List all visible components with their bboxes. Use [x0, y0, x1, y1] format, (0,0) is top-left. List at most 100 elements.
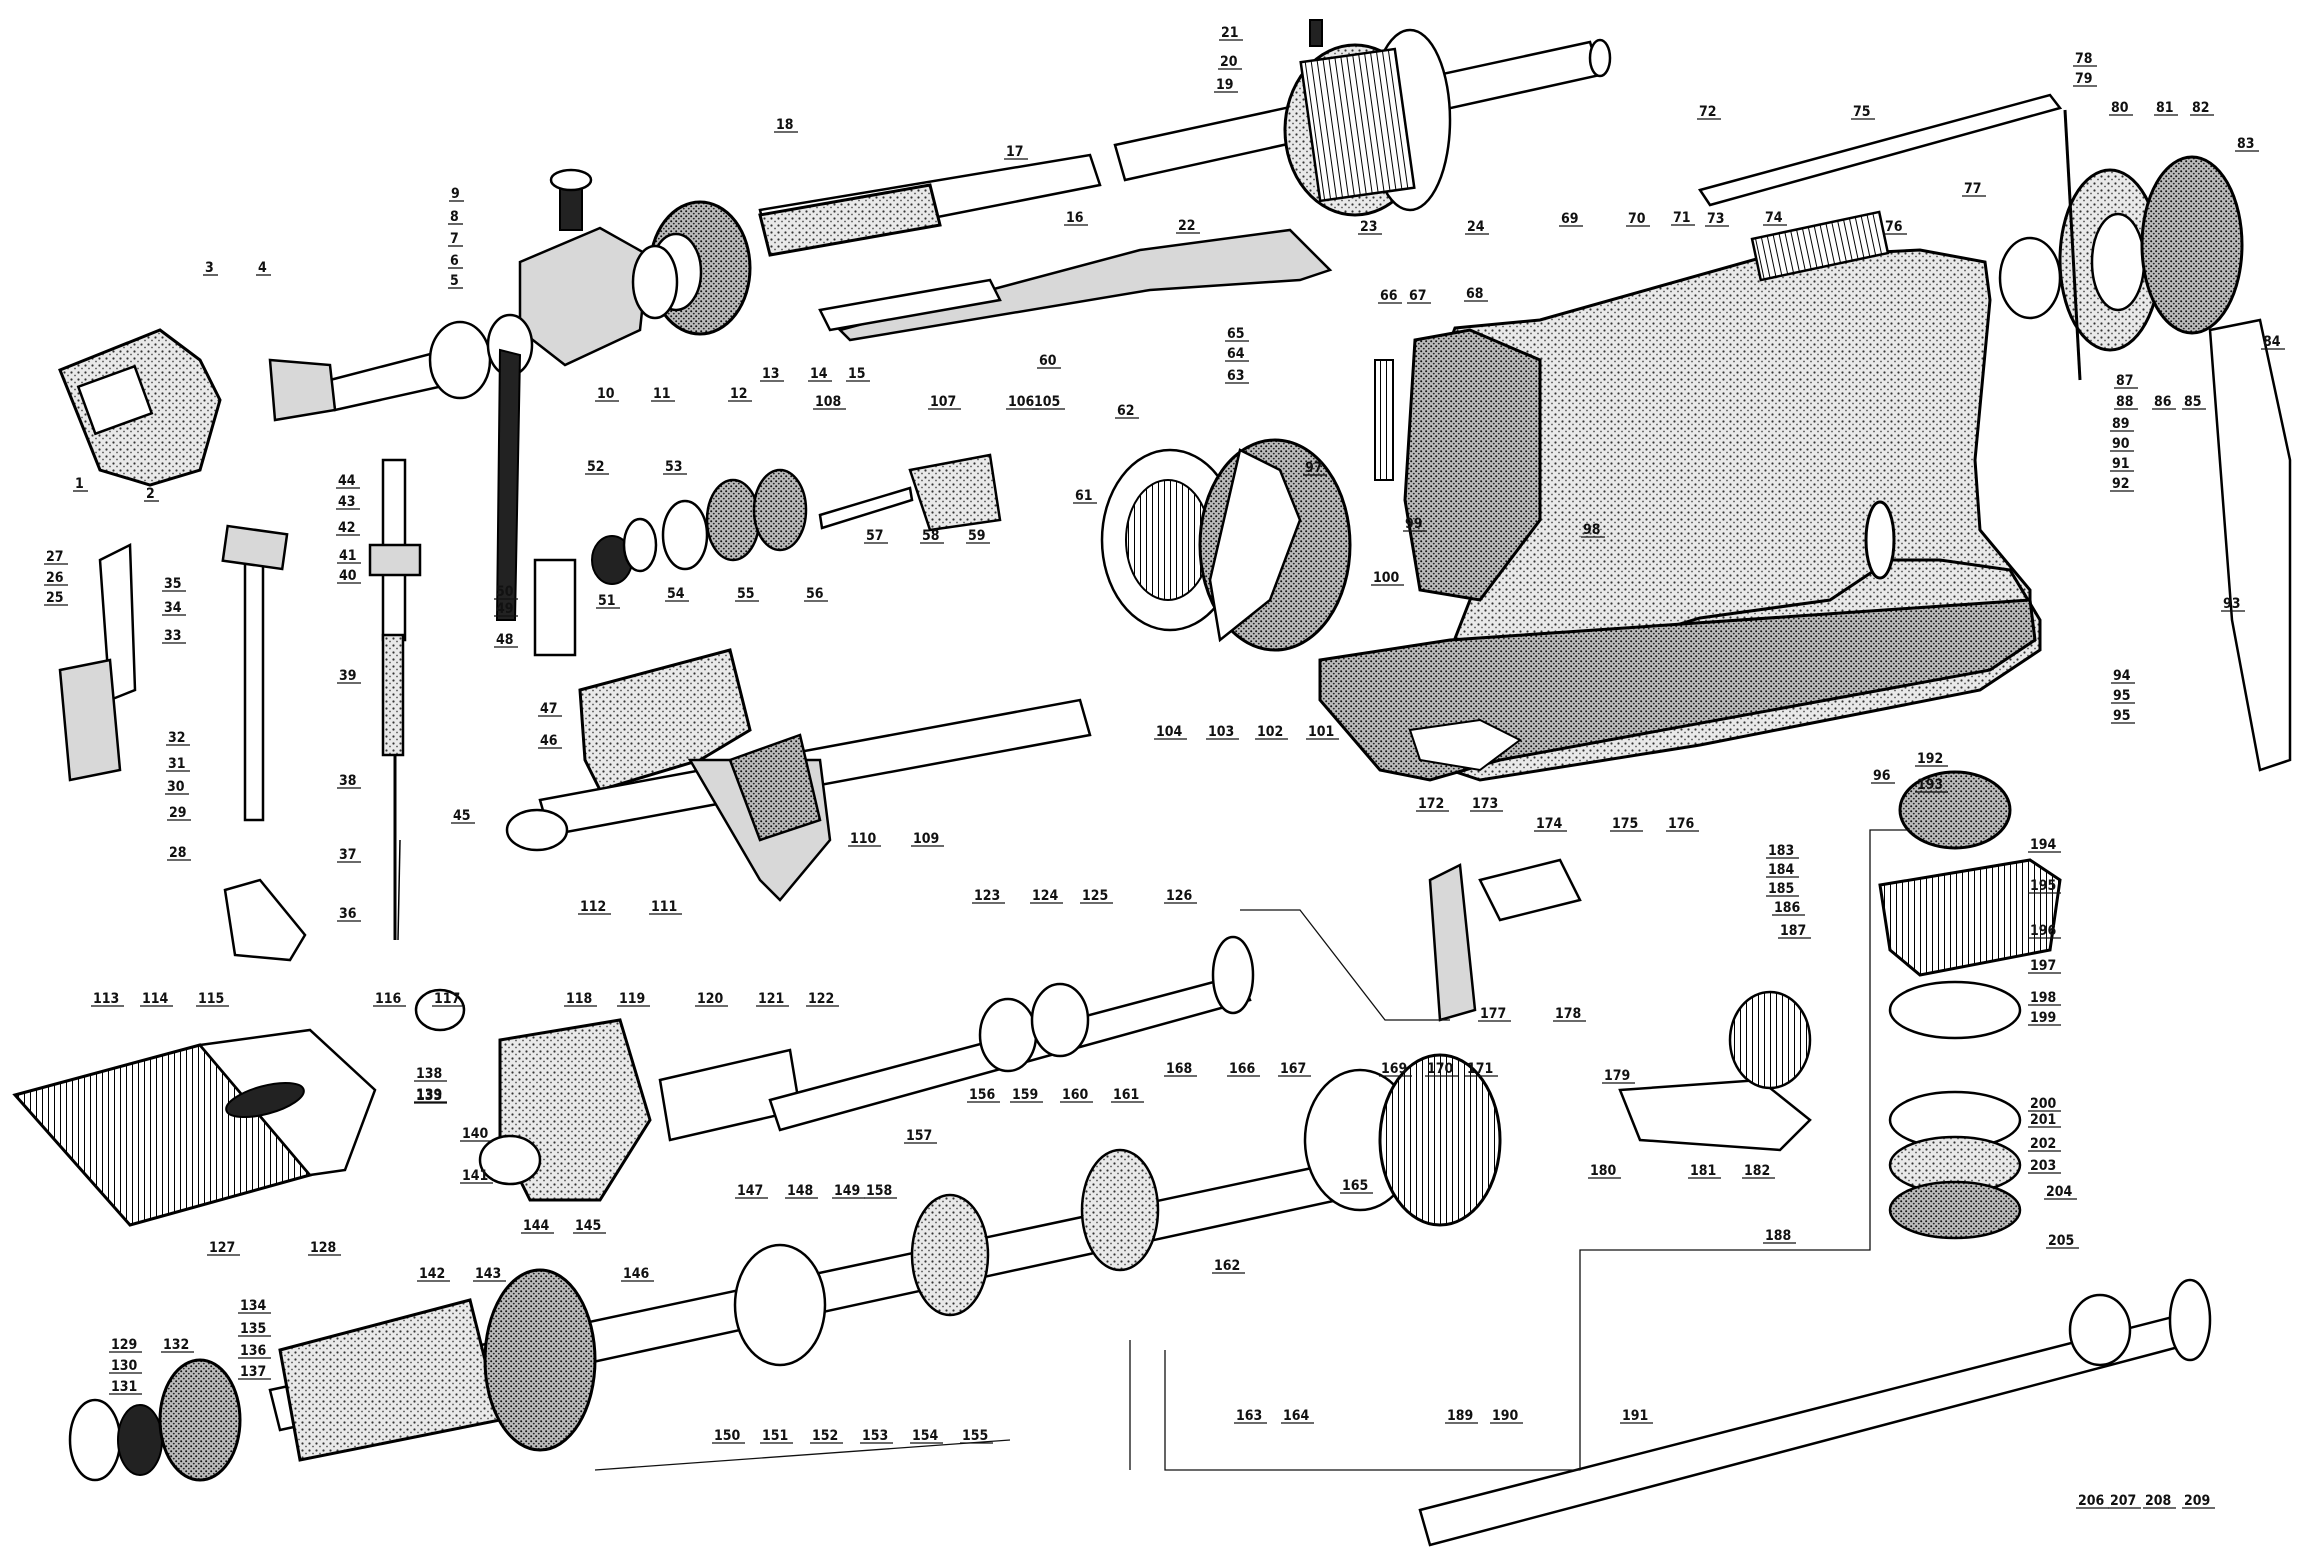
callout-label: 171 [1465, 1061, 1498, 1077]
callout-number: 197 [2030, 958, 2056, 974]
callout-number: 90 [2112, 436, 2130, 452]
callout-number: 66 [1380, 288, 1398, 304]
callout-label: 66 [1378, 288, 1402, 304]
callout-number: 188 [1765, 1228, 1791, 1244]
callout-number: 134 [240, 1298, 267, 1314]
callout-number: 99 [1405, 516, 1423, 532]
callout-label: 73 [1705, 211, 1729, 227]
callout-label: 177 [1478, 1006, 1511, 1022]
callout-number: 33 [164, 628, 182, 644]
callout-number: 56 [806, 586, 824, 602]
callout-number: 201 [2030, 1112, 2056, 1128]
callout-number: 166 [1229, 1061, 1256, 1077]
callout-label: 163 [1234, 1408, 1267, 1424]
thread-take-up-unit [758, 153, 1333, 342]
callout-label: 14 [808, 366, 832, 382]
callout-number: 135 [240, 1321, 266, 1337]
callout-label: 5 [448, 273, 463, 289]
callout-number: 86 [2154, 394, 2172, 410]
callout-label: 172 [1416, 796, 1449, 812]
callout-label: 125 [1080, 888, 1113, 904]
callout-number: 161 [1113, 1087, 1139, 1103]
callout-label: 173 [1470, 796, 1503, 812]
callout-label: 25 [44, 590, 68, 606]
callout-label: 60 [1037, 353, 1061, 369]
callout-number: 73 [1707, 211, 1725, 227]
callout-number: 159 [1012, 1087, 1038, 1103]
callout-label: 151 [760, 1428, 793, 1444]
callout-number: 109 [913, 831, 939, 847]
callout-label: 110 [848, 831, 881, 847]
callout-number: 119 [619, 991, 645, 1007]
callout-label: 119 [617, 991, 650, 1007]
callout-label: 65 [1225, 326, 1249, 342]
callout-label: 178 [1553, 1006, 1586, 1022]
callout-number: 155 [962, 1428, 988, 1444]
callout-label: 9 [449, 186, 464, 202]
callout-label: 189 [1445, 1408, 1478, 1424]
callout-number: 108 [815, 394, 841, 410]
callout-label: 23 [1358, 219, 1382, 235]
callout-number: 122 [808, 991, 834, 1007]
callout-number: 92 [2112, 476, 2130, 492]
callout-label: 20 [1218, 54, 1242, 70]
callout-number: 163 [1236, 1408, 1262, 1424]
callout-label: 43 [336, 494, 360, 510]
callout-number: 173 [1472, 796, 1498, 812]
callout-label: 33 [162, 628, 186, 644]
callout-label: 80 [2109, 100, 2133, 116]
callout-number: 182 [1744, 1163, 1770, 1179]
callout-number: 157 [906, 1128, 932, 1144]
callout-number: 76 [1885, 219, 1903, 235]
callout-number: 144 [523, 1218, 550, 1234]
callout-number: 64 [1227, 346, 1245, 362]
callout-number: 194 [2030, 837, 2057, 853]
callout-label: 91 [2110, 456, 2134, 472]
callout-label: 30 [165, 779, 189, 795]
callout-number: 158 [866, 1183, 892, 1199]
callout-number: 71 [1673, 210, 1691, 226]
callout-label: 106 [1006, 394, 1039, 410]
callout-number: 185 [1768, 881, 1794, 897]
callout-label: 11 [651, 386, 675, 402]
callout-number: 115 [198, 991, 224, 1007]
callout-number: 82 [2192, 100, 2210, 116]
callout-label: 190 [1490, 1408, 1523, 1424]
callout-label: 184 [1766, 862, 1799, 878]
callout-number: 40 [339, 568, 357, 584]
callout-label: 187 [1778, 923, 1811, 939]
callout-number: 10 [597, 386, 615, 402]
callout-label: 10 [595, 386, 619, 402]
callout-label: 29 [167, 805, 191, 821]
callout-label: 175 [1610, 816, 1643, 832]
callout-number: 137 [240, 1364, 266, 1380]
callout-label: 137 [238, 1364, 271, 1380]
callout-number: 132 [163, 1337, 189, 1353]
callout-number: 89 [2112, 416, 2130, 432]
callout-label: 95 [2111, 688, 2135, 704]
callout-label: 169 [1379, 1061, 1412, 1077]
callout-number: 207 [2110, 1493, 2136, 1509]
callout-label: 45 [451, 808, 475, 824]
callout-number: 74 [1765, 210, 1783, 226]
callout-number: 87 [2116, 373, 2134, 389]
callout-label: 47 [538, 701, 562, 717]
callout-number: 148 [787, 1183, 813, 1199]
callout-label: 207 [2108, 1493, 2141, 1509]
callout-label: 68 [1464, 286, 1488, 302]
callout-number: 168 [1166, 1061, 1192, 1077]
callout-label: 186 [1772, 900, 1805, 916]
callout-number: 110 [850, 831, 877, 847]
callout-label: 18 [774, 117, 798, 133]
callout-label: 152 [810, 1428, 843, 1444]
callout-label: 98 [1581, 522, 1605, 538]
callout-label: 197 [2028, 958, 2061, 974]
callout-number: 50 [496, 584, 514, 600]
callout-label: 34 [162, 600, 186, 616]
face-plate-group [1100, 359, 1394, 652]
callout-label: 164 [1281, 1408, 1314, 1424]
callout-label: 123 [972, 888, 1005, 904]
callout-label: 199 [2028, 1010, 2061, 1026]
callout-number: 51 [598, 593, 616, 609]
